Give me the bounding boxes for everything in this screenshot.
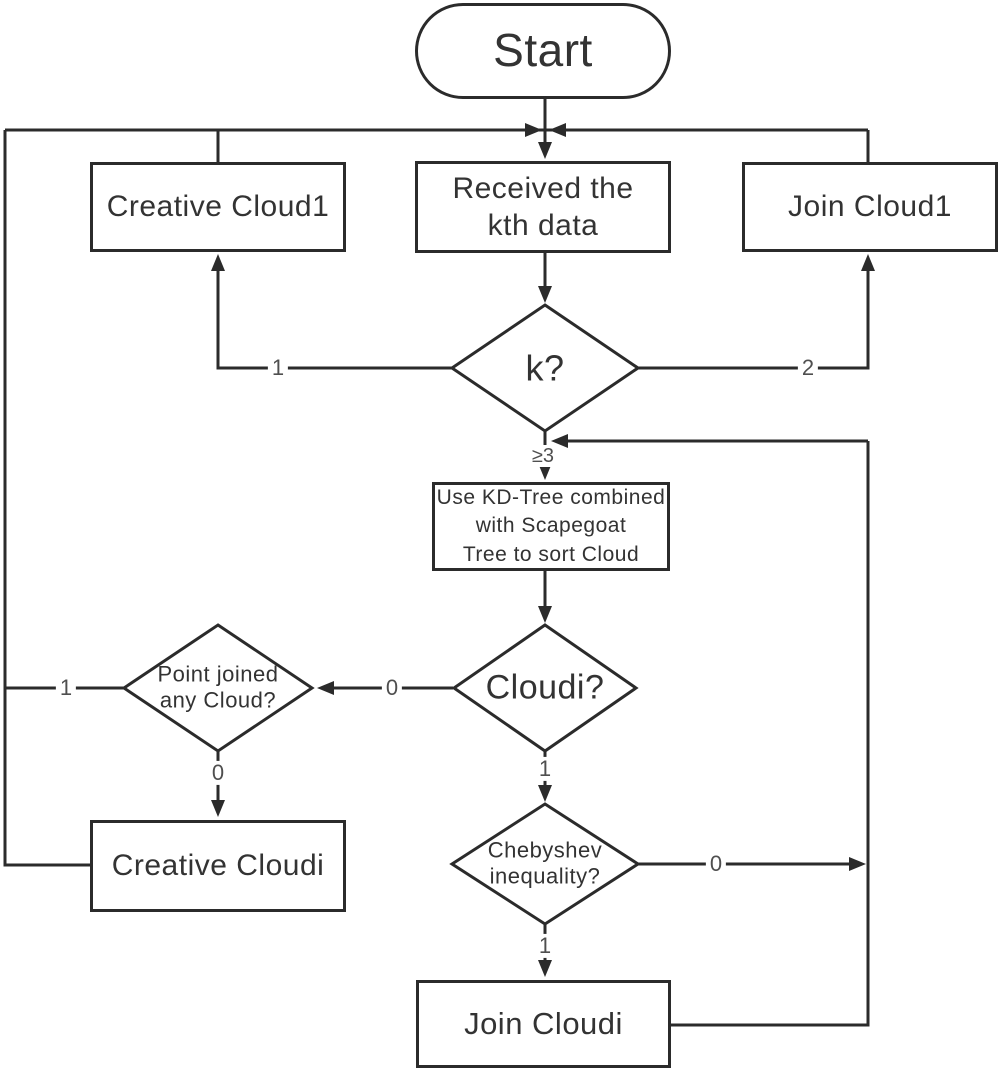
edge-k-1 [216, 270, 452, 370]
node-join-cloud1-label: Join Cloud1 [788, 190, 952, 224]
node-start: Start [415, 3, 671, 99]
decision-cloudi-label: Cloudi? [485, 668, 605, 707]
arrow-into-creative-cloud1 [211, 254, 225, 271]
edges [3, 99, 870, 1027]
node-creative-cloud1-label: Creative Cloud1 [106, 190, 330, 224]
edge-k-2 [638, 270, 870, 370]
edge-label-k-1: 1 [267, 355, 289, 381]
decision-point-joined-line1: Point joined [157, 661, 279, 687]
decision-k-shape [449, 303, 641, 433]
edge-label-k-ge3: ≥3 [527, 445, 559, 467]
arrow-into-join-cloudi [538, 960, 552, 977]
arrow-into-received [538, 142, 552, 159]
decision-shapes [121, 303, 641, 926]
arrow-chebyshev0-join [849, 857, 866, 871]
node-kd-tree-line1: Use KD-Tree combined [436, 485, 666, 509]
arrow-into-point-joined [317, 681, 334, 695]
node-join-cloudi-label: Join Cloudi [464, 1005, 623, 1041]
node-received-line1: Received the [452, 171, 634, 205]
decision-cloudi-shape [451, 623, 639, 753]
edge-label-point-joined-1: 1 [55, 675, 77, 701]
node-creative-cloud1: Creative Cloud1 [90, 162, 346, 252]
node-received-kth-data: Received the kth data [415, 161, 671, 253]
arrow-right-merge [549, 123, 566, 137]
decision-point-joined-line2: any Cloud? [159, 688, 277, 713]
edge-label-point-joined-0: 0 [207, 760, 229, 786]
decision-point-joined-shape [121, 623, 315, 753]
arrow-loop-return [551, 434, 568, 448]
node-creative-cloudi: Creative Cloudi [90, 820, 346, 912]
node-creative-cloudi-label: Creative Cloudi [111, 849, 325, 883]
decision-chebyshev-line1: Chebyshev [487, 837, 603, 863]
decision-chebyshev-line2: inequality? [489, 864, 601, 889]
edge-label-cloudi-1: 1 [534, 756, 556, 782]
node-kd-tree-sort: Use KD-Tree combined with Scapegoat Tree… [432, 482, 670, 571]
node-start-label: Start [493, 24, 593, 77]
edge-label-cloudi-0: 0 [381, 675, 403, 701]
edge-right-loop [670, 441, 870, 1027]
node-join-cloudi: Join Cloudi [416, 980, 671, 1068]
edge-left-loop [3, 130, 90, 867]
arrow-into-cloudi [538, 606, 552, 623]
decision-point-joined-label: Point joined any Cloud? [158, 662, 279, 715]
arrow-into-join-cloud1 [861, 254, 875, 271]
decision-chebyshev-shape [449, 802, 641, 926]
decision-chebyshev-label: Chebyshev inequality? [488, 838, 603, 891]
node-kd-tree-line3: Tree to sort Cloud [462, 542, 640, 566]
arrow-into-chebyshev [538, 785, 552, 802]
node-received-line2: kth data [487, 209, 599, 242]
node-kd-tree-line2: with Scapegoat [475, 514, 627, 538]
arrow-left-merge [525, 123, 542, 137]
edge-label-chebyshev-1: 1 [534, 933, 556, 959]
decision-k-label: k? [525, 347, 565, 389]
arrowheads [211, 123, 875, 977]
edge-label-k-2: 2 [797, 355, 819, 381]
edge-label-chebyshev-0: 0 [705, 851, 727, 877]
node-join-cloud1: Join Cloud1 [742, 162, 998, 252]
arrow-into-kdtree [538, 463, 552, 480]
arrow-into-creative-cloudi [211, 800, 225, 817]
arrow-into-k [538, 286, 552, 303]
